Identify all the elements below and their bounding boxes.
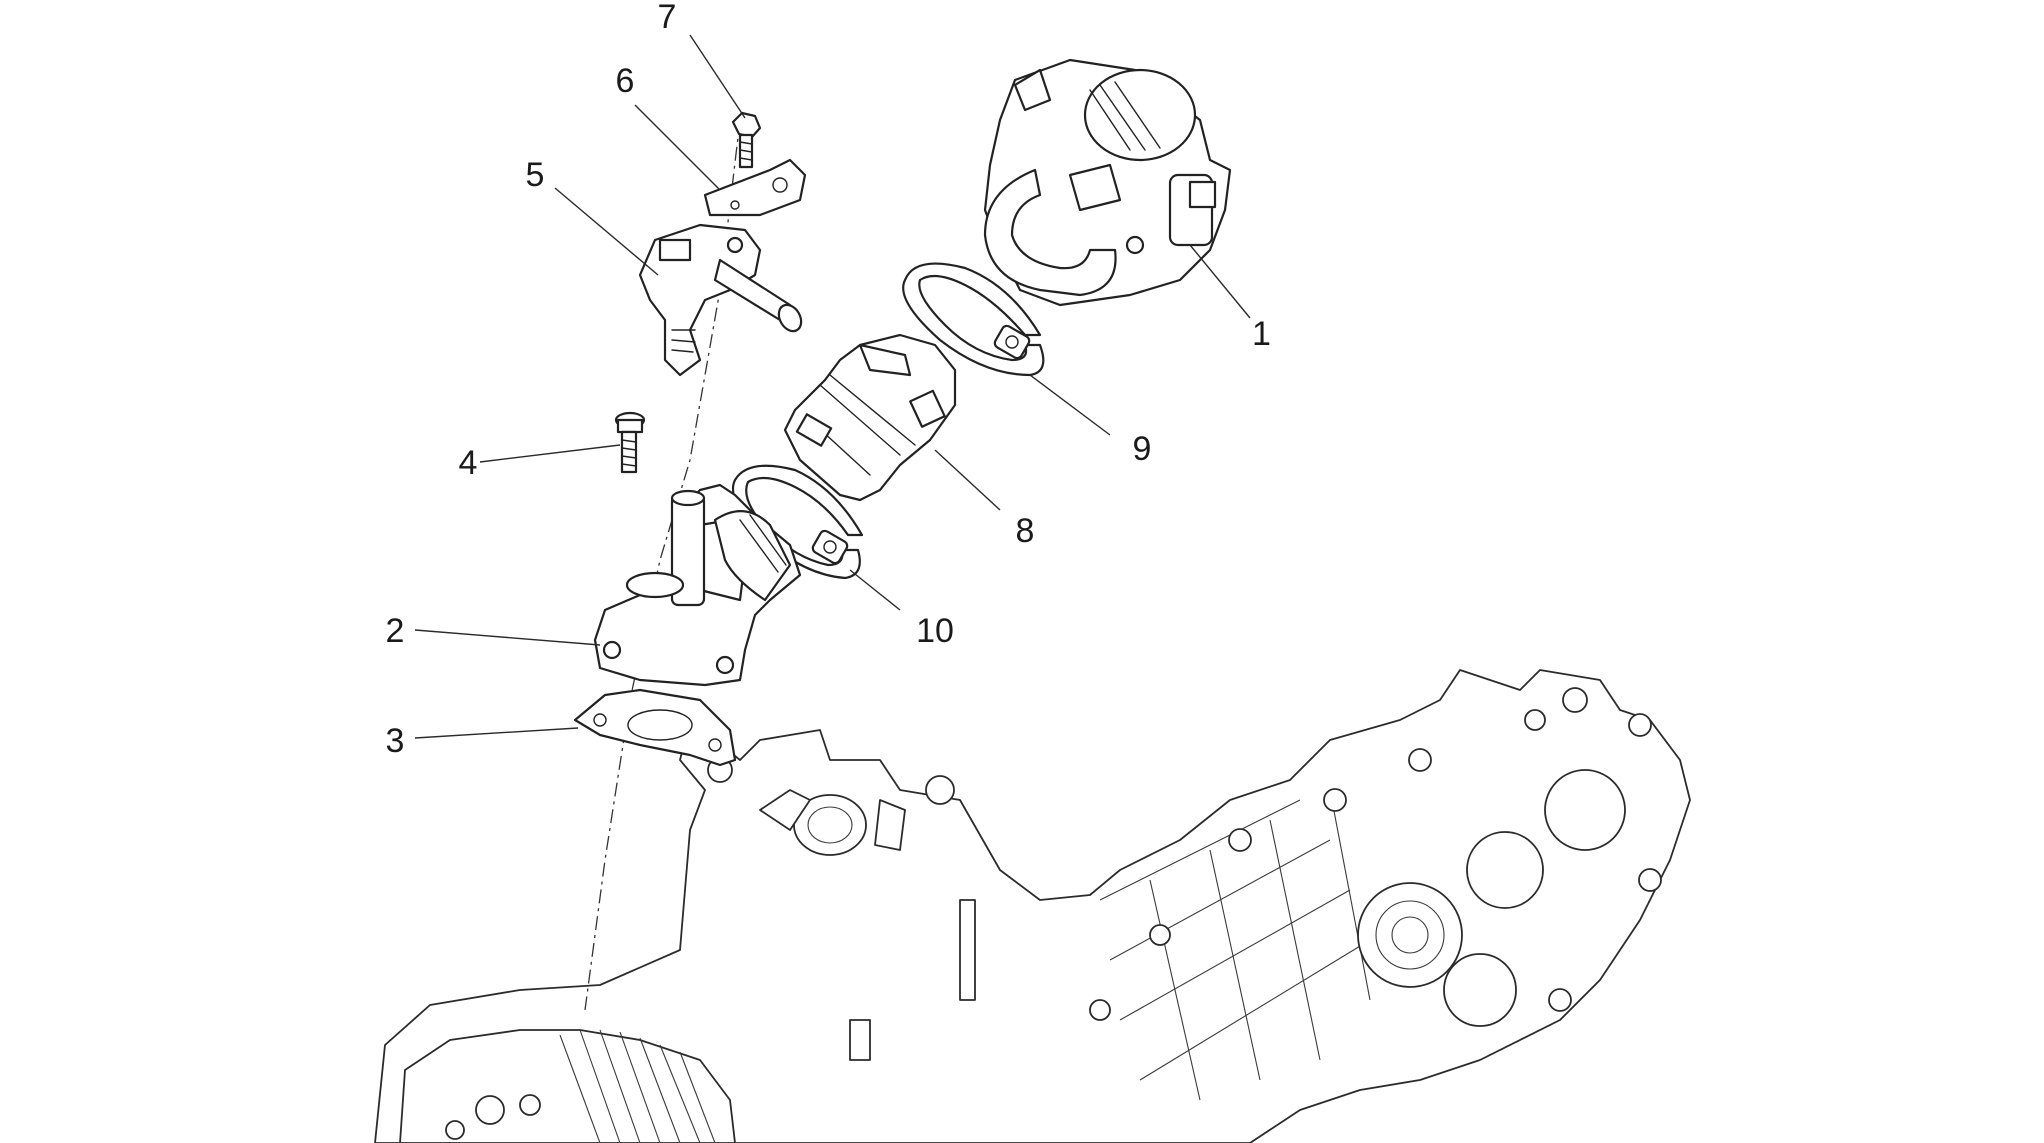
part-4-screw (614, 411, 646, 474)
leader-3 (414, 727, 579, 739)
leader-10 (849, 569, 901, 611)
part-3-gasket (573, 688, 737, 767)
leader-4 (479, 444, 621, 463)
callout-10: 10 (916, 612, 954, 650)
callout-8: 8 (1016, 512, 1035, 550)
leader-6 (634, 104, 721, 191)
part-9-upper-clamp (902, 262, 1045, 377)
part-8-intake-sleeve (783, 333, 957, 502)
callout-4: 4 (459, 444, 478, 482)
callout-7: 7 (658, 0, 677, 36)
part-6-bracket (703, 158, 807, 217)
engine-crankcase (374, 669, 1691, 1143)
callout-6: 6 (616, 62, 635, 100)
leader-5 (554, 187, 659, 276)
part-5-injector (638, 223, 803, 377)
part-1-throttle-body (983, 58, 1232, 307)
leader-9 (1029, 374, 1111, 436)
part-2-intake-manifold (593, 483, 802, 687)
callout-3: 3 (386, 722, 405, 760)
leader-1 (1189, 244, 1251, 319)
callout-numbers: 1 2 3 4 5 6 7 8 9 10 (386, 0, 1271, 760)
leader-7 (689, 34, 746, 119)
callout-2: 2 (386, 612, 405, 650)
leader-lines (414, 34, 1251, 739)
leader-2 (414, 629, 601, 646)
callout-9: 9 (1133, 430, 1152, 468)
leader-8 (934, 449, 1001, 511)
callout-5: 5 (526, 156, 545, 194)
callout-1: 1 (1252, 315, 1271, 353)
